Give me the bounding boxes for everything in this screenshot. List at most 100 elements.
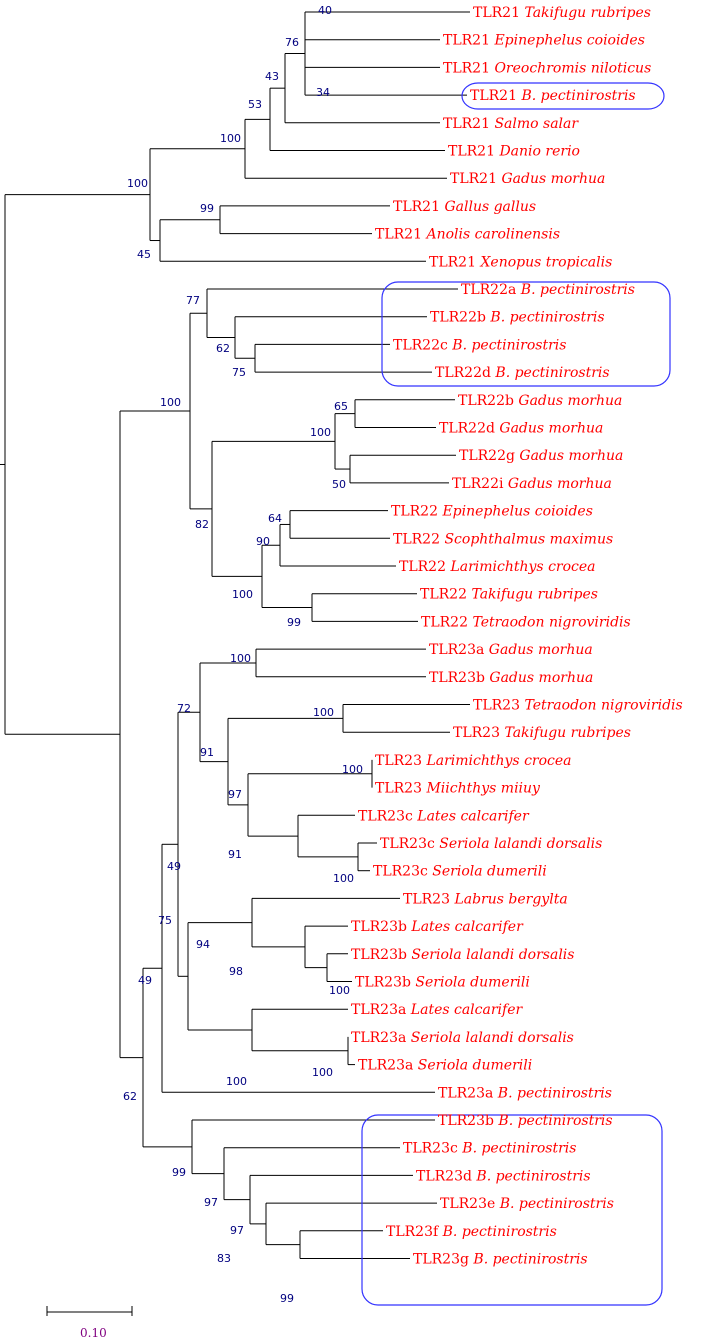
bootstrap-value: 76 [285,36,299,49]
tree-branches [0,11,470,1259]
leaf-gene: TLR21 [473,5,524,21]
leaf-gene: TLR23g [413,1252,473,1268]
leaf-gene: TLR22a [461,282,521,298]
leaf-species: Takifugu rubripes [504,725,630,741]
leaf-gene: TLR22g [459,448,519,464]
leaf-label: TLR21 Gadus morhua [450,171,605,187]
leaf-gene: TLR23d [416,1168,476,1184]
bootstrap-value: 49 [167,860,181,873]
leaf-gene: TLR23c [373,864,432,880]
leaf-species: B. pectinirostris [451,337,566,353]
leaf-label: TLR23b B. pectinirostris [438,1113,613,1129]
bootstrap-value: 100 [313,706,334,719]
leaf-gene: TLR23c [380,836,439,852]
leaf-species: Epinephelus coioides [441,504,592,520]
leaf-label: TLR22i Gadus morhua [452,476,612,492]
bootstrap-value: 100 [160,396,181,409]
leaf-species: Gadus morhua [501,171,605,187]
bootstrap-value: 100 [127,177,148,190]
bootstrap-value: 98 [229,965,243,978]
leaf-label: TLR23a B. pectinirostris [438,1085,612,1101]
leaf-gene: TLR22 [399,559,450,575]
leaf-label: TLR22 Takifugu rubripes [420,587,598,603]
bootstrap-value: 97 [204,1196,218,1209]
bootstrap-value: 43 [265,70,279,83]
leaf-species: Danio rerio [498,144,580,160]
bootstrap-value: 50 [332,478,346,491]
bootstrap-value: 83 [217,1252,231,1265]
leaf-gene: TLR22 [420,587,471,603]
leaf-species: Seriola lalandi dorsalis [439,836,602,852]
leaf-label: TLR22 Epinephelus coioides [391,504,593,520]
bootstrap-value: 65 [334,400,348,413]
leaf-label: TLR22 Tetraodon nigroviridis [421,614,631,630]
leaf-gene: TLR23a [351,1002,411,1018]
leaf-species: Lates calcarifer [410,1002,524,1018]
leaf-label: TLR23c Lates calcarifer [358,808,530,824]
bootstrap-value: 99 [200,202,214,215]
leaf-species: Larimichthys crocea [449,559,595,575]
bootstrap-value: 53 [248,98,262,111]
bootstrap-value: 90 [256,535,270,548]
leaf-species: Gadus morhua [499,421,603,437]
leaf-species: B. pectinirostris [497,1085,612,1101]
leaf-gene: TLR21 [443,60,494,76]
leaf-label: TLR22b B. pectinirostris [430,310,605,326]
leaf-gene: TLR23 [403,891,454,907]
leaf-species: Anolis carolinensis [424,227,560,243]
leaf-label: TLR23 Labrus bergylta [403,891,568,907]
leaf-gene: TLR23c [403,1141,462,1157]
leaf-label: TLR21 Oreochromis niloticus [443,60,651,76]
leaf-gene: TLR22d [435,365,495,381]
scale-bar: 0.10 [46,1306,133,1339]
leaf-species: Larimichthys crocea [425,753,571,769]
leaf-label: TLR22c B. pectinirostris [393,337,566,353]
bootstrap-value: 100 [310,426,331,439]
leaf-species: Epinephelus coioides [493,33,644,49]
leaf-species: Seriola dumerili [415,975,529,991]
leaf-species: B. pectinirostris [475,1168,590,1184]
highlight-boxes [361,82,671,1306]
leaf-species: B. pectinirostris [472,1252,587,1268]
leaf-gene: TLR22c [393,337,452,353]
leaf-label: TLR23e B. pectinirostris [440,1196,614,1212]
leaf-species: Takifugu rubripes [524,5,650,21]
leaf-species: Seriola lalandi dorsalis [411,1030,574,1046]
leaf-gene: TLR21 [443,33,494,49]
leaf-species: Tetraodon nigroviridis [524,698,682,714]
leaf-species: Xenopus tropicalis [479,254,612,270]
leaf-label: TLR21 Epinephelus coioides [443,33,645,49]
leaf-label: TLR22g Gadus morhua [459,448,623,464]
leaf-species: Gadus morhua [489,670,593,686]
leaf-gene: TLR23 [375,753,426,769]
leaf-species: B. pectinirostris [497,1113,612,1129]
leaf-gene: TLR21 [450,171,501,187]
leaf-gene: TLR23 [375,781,426,797]
leaf-label: TLR22 Scophthalmus maximus [393,531,613,547]
leaf-species: Gadus morhua [519,448,623,464]
leaf-gene: TLR23a [351,1030,411,1046]
leaf-label: TLR23b Lates calcarifer [351,919,524,935]
leaf-gene: TLR23 [473,698,524,714]
leaf-species: Seriola dumerili [418,1058,532,1074]
bootstrap-value: 91 [200,746,214,759]
highlight-box [381,281,671,387]
bootstrap-value: 100 [312,1066,333,1079]
leaf-label: TLR23a Lates calcarifer [351,1002,523,1018]
bootstrap-value: 100 [329,984,350,997]
leaf-label: TLR21 Danio rerio [448,144,580,160]
bootstrap-value: 94 [196,938,210,951]
leaf-species: Salmo salar [494,116,579,132]
leaf-gene: TLR21 [393,199,444,215]
leaf-gene: TLR22b [458,393,518,409]
bootstrap-value: 99 [287,616,301,629]
bootstrap-value: 100 [230,652,251,665]
leaf-gene: TLR21 [375,227,426,243]
highlight-box [461,82,665,110]
bootstrap-value: 97 [228,788,242,801]
leaf-species: B. pectinirostris [461,1141,576,1157]
leaf-species: Seriola dumerili [432,864,546,880]
leaf-label: TLR23 Takifugu rubripes [453,725,631,741]
bootstrap-value: 64 [268,512,282,525]
